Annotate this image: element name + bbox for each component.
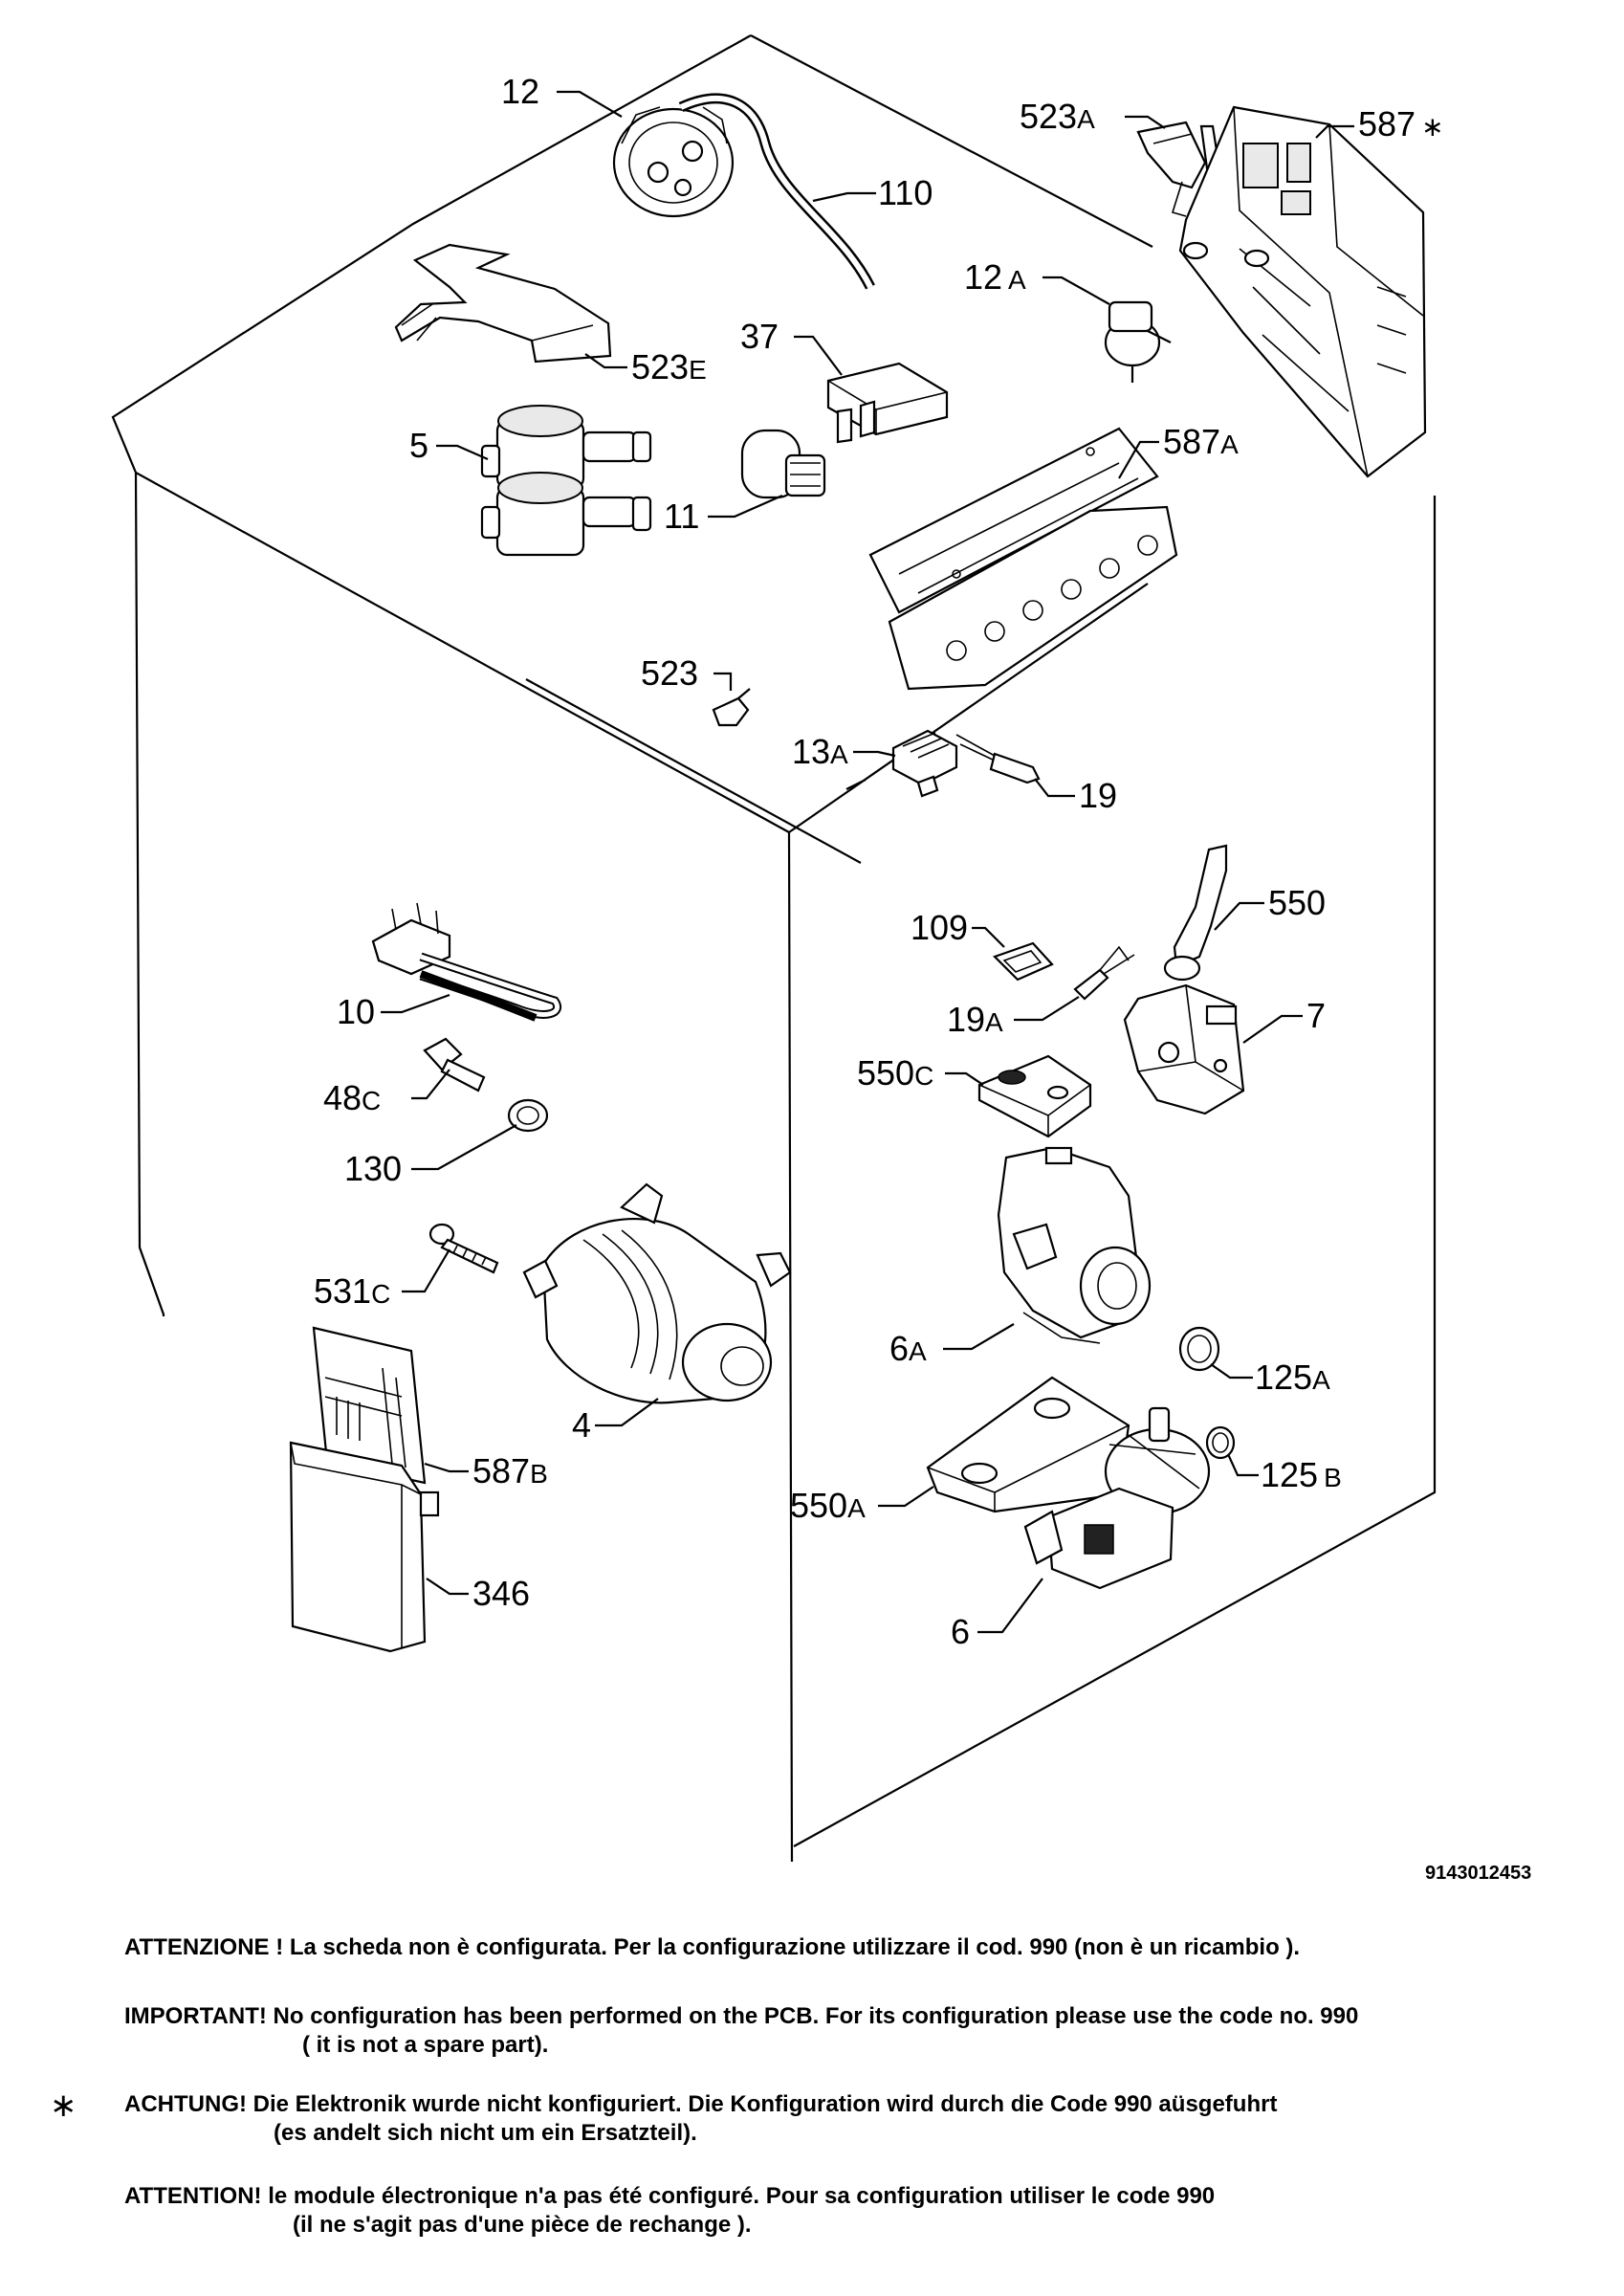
label-48c: 48C	[323, 1078, 381, 1117]
label-523e: 523E	[631, 347, 707, 386]
exploded-parts-diagram: 12 110 523A 587∗ 12A 523E 37 5 587A 11 5…	[111, 34, 1531, 1884]
part-13a-connector	[891, 729, 958, 798]
note-english: IMPORTANT! No configuration has been per…	[124, 2002, 1358, 2060]
label-523: 523	[641, 653, 698, 693]
label-6: 6	[951, 1612, 970, 1651]
note-italian-line1: ATTENZIONE ! La scheda non è configurata…	[124, 1934, 1301, 1960]
label-550a: 550A	[790, 1486, 866, 1525]
part-11-capacitor	[740, 429, 826, 499]
part-6-drain-pump	[1023, 1406, 1211, 1590]
label-37: 37	[740, 317, 779, 356]
label-130: 130	[344, 1149, 402, 1188]
note-french-line1: ATTENTION! le module électronique n'a pa…	[124, 2183, 1216, 2209]
label-346: 346	[472, 1574, 530, 1613]
part-550-lever	[1163, 844, 1228, 982]
part-19-sensor	[955, 734, 1041, 784]
note-german-line2: (es andelt sich nicht um ein Ersatzteil)…	[274, 2120, 697, 2146]
part-125b-ring	[1205, 1425, 1236, 1460]
part-587-electronic-module	[1178, 105, 1427, 478]
part-125a-ring	[1178, 1326, 1220, 1372]
label-19a: 19A	[947, 1000, 1003, 1039]
note-english-line1: IMPORTANT! No configuration has been per…	[124, 2003, 1359, 2029]
part-10-heating-element	[371, 902, 561, 1022]
part-12-pressure-switch	[612, 106, 735, 218]
label-109: 109	[911, 908, 968, 947]
part-48c-ntc-sensor	[423, 1037, 486, 1093]
label-10: 10	[337, 992, 375, 1031]
part-550c-cover	[977, 1054, 1092, 1138]
label-125a: 125A	[1255, 1358, 1330, 1397]
leader-lines	[381, 90, 1354, 1634]
label-7: 7	[1306, 996, 1326, 1035]
label-11: 11	[664, 497, 699, 536]
label-110: 110	[878, 173, 933, 212]
asterisk-marker: ∗	[50, 2087, 77, 2124]
note-italian: ATTENZIONE ! La scheda non è configurata…	[124, 1933, 1300, 1962]
part-19a-sensor	[1073, 945, 1135, 1001]
label-6a: 6A	[889, 1329, 927, 1368]
label-531c: 531C	[314, 1271, 390, 1311]
note-french: ATTENTION! le module électronique n'a pa…	[124, 2182, 1215, 2240]
part-550a-cover	[926, 1376, 1130, 1513]
label-587b: 587B	[472, 1451, 548, 1490]
part-109-cap	[992, 941, 1054, 982]
label-523a: 523A	[1020, 97, 1095, 136]
part-110-hose	[678, 93, 875, 290]
part-587b-documentation	[312, 1326, 427, 1485]
label-550c: 550C	[857, 1053, 933, 1093]
label-587a: 587A	[1163, 422, 1239, 461]
label-12: 12	[501, 72, 539, 111]
part-7-door-lock	[1123, 983, 1245, 1115]
label-550: 550	[1268, 883, 1326, 922]
label-4: 4	[572, 1405, 591, 1445]
label-19: 19	[1079, 776, 1117, 815]
part-523e-bracket	[394, 243, 612, 364]
part-531c-screw	[428, 1223, 499, 1274]
part-6a-pump-housing	[997, 1146, 1152, 1344]
part-346-pouch	[289, 1441, 440, 1653]
part-12a-pressure-switch	[1104, 300, 1172, 383]
note-english-line2: ( it is not a spare part).	[302, 2032, 549, 2058]
cabinet-outline	[111, 34, 1437, 1863]
part-523-small-clip	[712, 688, 751, 727]
part-5-water-valve	[480, 405, 652, 557]
part-130-nut	[507, 1098, 549, 1133]
part-37-terminal-block	[826, 362, 949, 444]
label-587-star: 587∗	[1358, 104, 1444, 144]
document-number: 9143012453	[1425, 1863, 1531, 1884]
label-5: 5	[409, 426, 428, 465]
label-13a: 13A	[792, 732, 848, 771]
part-587a-control-board	[868, 427, 1178, 691]
note-french-line2: (il ne s'agit pas d'une pièce de rechang…	[293, 2212, 752, 2238]
note-german: ACHTUNG! Die Elektronik wurde nicht konf…	[124, 2090, 1277, 2148]
note-german-line1: ACHTUNG! Die Elektronik wurde nicht konf…	[124, 2091, 1278, 2117]
part-4-motor	[522, 1182, 792, 1404]
